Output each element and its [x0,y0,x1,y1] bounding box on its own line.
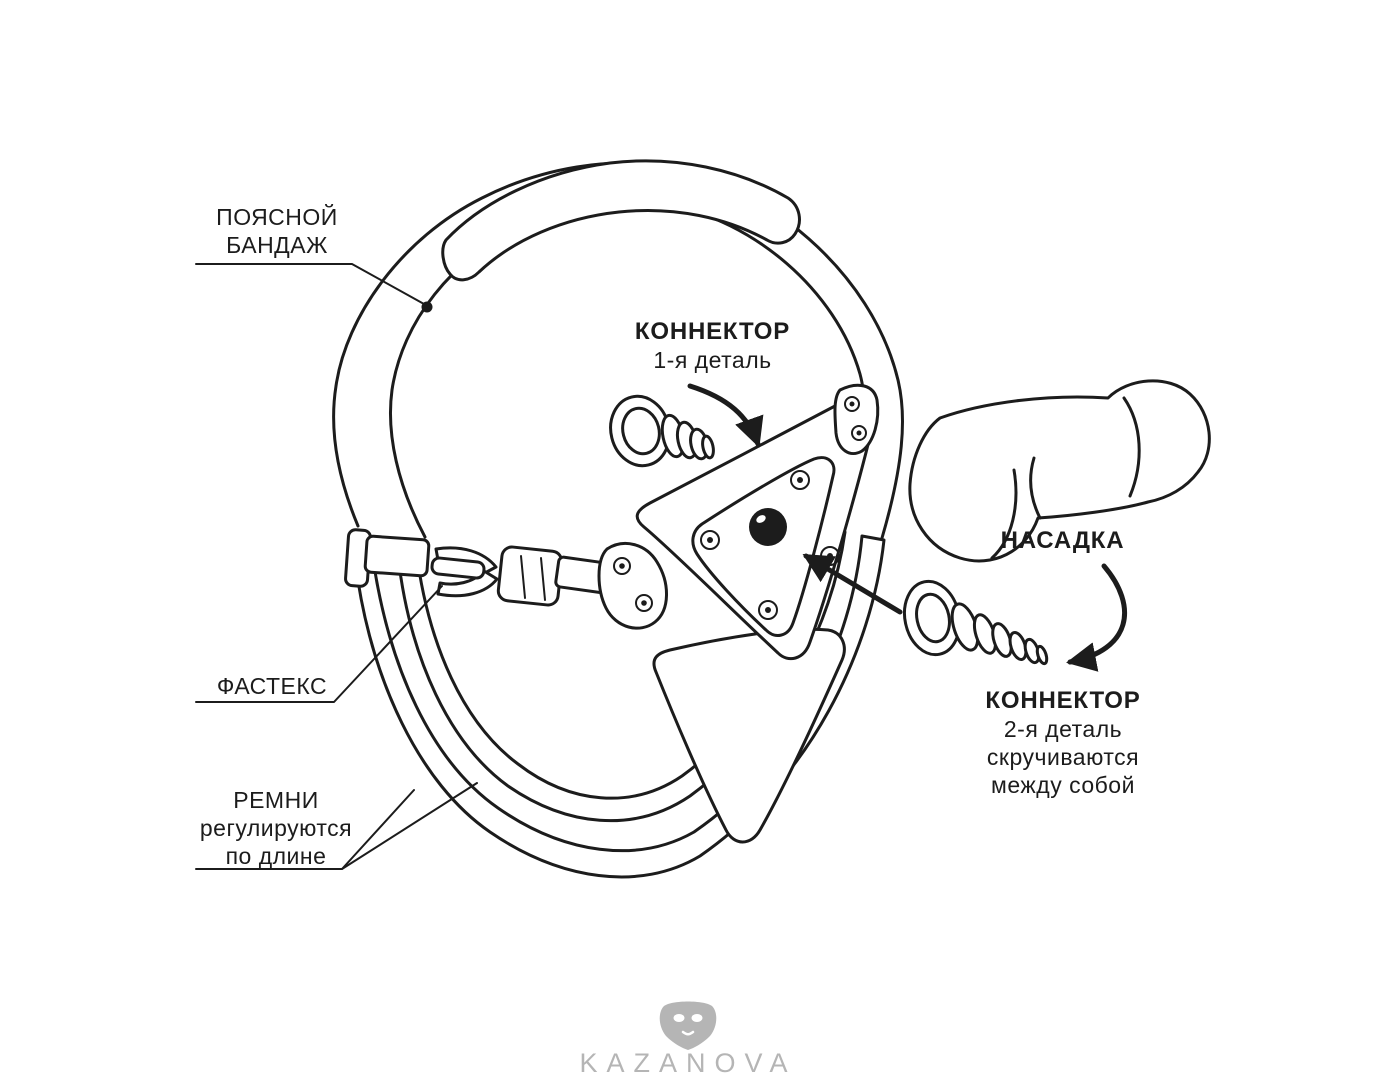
pointer-lines [195,263,478,870]
label-waist-band-line2: БАНДАЖ [226,232,328,258]
label-connector-1: КОННЕКТОР 1-я деталь [595,318,830,374]
label-attachment: НАСАДКА [955,527,1170,555]
pointer-waist-band-dot [421,301,433,313]
arrow-attachment-to-connector2 [1066,563,1128,672]
lower-panel [652,627,846,844]
label-connector-1-subtitle: 1-я деталь [653,347,772,373]
belt-attachment-tab [833,383,880,456]
pointer-waist-band [195,263,425,305]
label-connector-2-line3: между собой [991,772,1135,798]
label-fastex: ФАСТЕКС [168,672,376,700]
arrows [687,383,1128,672]
brand-watermark: KAZANOVA [579,1048,797,1078]
label-connector-2: КОННЕКТОР 2-я деталь скручиваются между … [945,687,1181,799]
arrow-connector1-to-plate [687,383,764,448]
pointer-fastex [195,585,443,703]
label-straps: РЕМНИ регулируются по длине [168,786,384,870]
connector-part-1 [609,394,715,468]
fastex-buckle [344,528,668,630]
connector-part-2 [902,579,1049,666]
plate-hole [749,508,787,546]
label-straps-line1: РЕМНИ [233,787,319,813]
label-connector-2-title: КОННЕКТОР [985,687,1141,714]
label-waist-band-line1: ПОЯСНОЙ [216,204,338,230]
front-panel [635,383,880,661]
mask-logo-icon [659,1001,717,1050]
label-straps-line3: по длине [225,843,327,869]
label-fastex-title: ФАСТЕКС [216,673,328,699]
label-attachment-title: НАСАДКА [1000,527,1125,554]
dildo-attachment [908,379,1211,563]
label-connector-1-title: КОННЕКТОР [634,318,791,345]
connector-plate [691,456,836,637]
label-connector-2-line1: 2-я деталь [1003,716,1123,742]
belt-padding [441,159,801,282]
label-waist-band: ПОЯСНОЙ БАНДАЖ [172,203,382,259]
label-connector-2-line2: скручиваются [986,744,1140,770]
pointer-straps-2 [341,782,478,870]
label-straps-line2: регулируются [199,815,353,841]
arrow-connector2-to-hole [802,553,903,615]
